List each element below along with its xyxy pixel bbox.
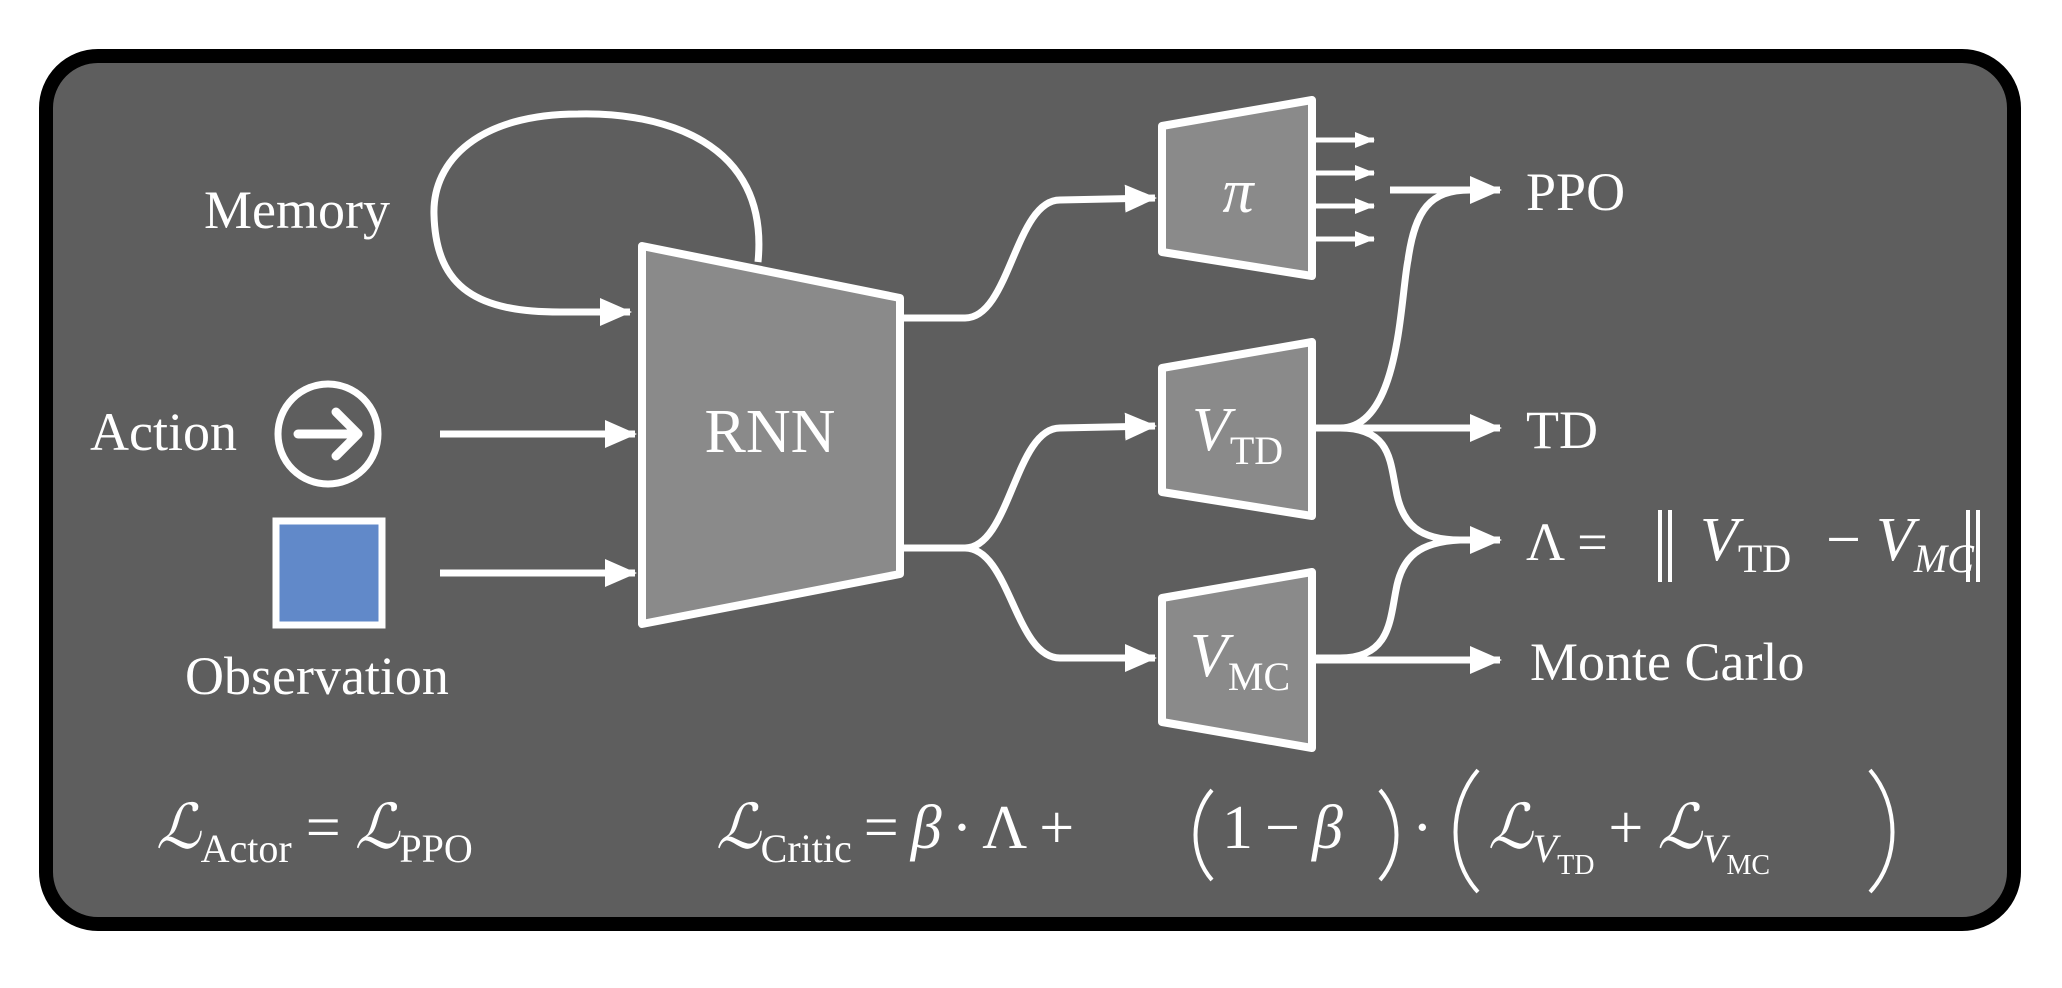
rnn-label: RNN <box>705 398 836 466</box>
svg-text:ℒVTD+ℒVMC: ℒVTD+ℒVMC <box>1488 790 1770 881</box>
svg-text:·: · <box>1412 794 1433 862</box>
actor-loss-equation: ℒActor=ℒPPO <box>156 790 473 871</box>
lambda-vtd: VTD <box>1700 506 1791 581</box>
diagram-panel <box>39 49 2021 931</box>
action-arrow-icon <box>274 380 382 488</box>
paren-close-large <box>1868 768 1895 894</box>
vtd-to-lambda-arrow <box>1339 424 1502 554</box>
observation-label: Observation <box>185 646 449 706</box>
rnn-to-vtd-arrow <box>904 412 1157 552</box>
vtd-head-block <box>1158 338 1316 520</box>
td-label: TD <box>1526 400 1598 460</box>
memory-loop-arrow <box>430 110 763 326</box>
lambda-minus: − <box>1826 506 1861 574</box>
policy-head-block <box>1158 96 1316 280</box>
lambda-vmc: VMC <box>1876 506 1975 581</box>
critic-loss-equation: ℒCritic=β·Λ+ 1−β · ℒVTD+ℒVMC <box>716 768 1895 894</box>
rnn-to-vmc-arrow <box>964 544 1157 672</box>
vmc-to-lambda-curve <box>1316 536 1461 662</box>
lambda-symbol: Λ = <box>1526 512 1608 572</box>
paren-close-small <box>1378 788 1399 882</box>
rnn-to-policy-arrow <box>904 184 1157 322</box>
policy-head-label: π <box>1222 158 1255 226</box>
observation-square <box>272 517 386 629</box>
vtd-head-label: VTD <box>1192 396 1283 473</box>
vtd-to-ppo-curve <box>1316 186 1471 432</box>
lambda-definition: Λ = VTD − VMC <box>1526 506 1980 582</box>
paren-open-large <box>1453 768 1480 894</box>
memory-label: Memory <box>204 180 390 240</box>
svg-text:1−β: 1−β <box>1222 794 1343 862</box>
action-label: Action <box>90 402 237 462</box>
svg-text:ℒCritic=β·Λ+: ℒCritic=β·Λ+ <box>716 790 1074 871</box>
monte-carlo-label: Monte Carlo <box>1530 632 1804 692</box>
vmc-head-block <box>1158 568 1316 752</box>
paren-open-small <box>1193 788 1214 882</box>
ppo-label: PPO <box>1526 162 1625 222</box>
rnn-block <box>638 242 904 628</box>
vmc-head-label: VMC <box>1190 622 1290 699</box>
